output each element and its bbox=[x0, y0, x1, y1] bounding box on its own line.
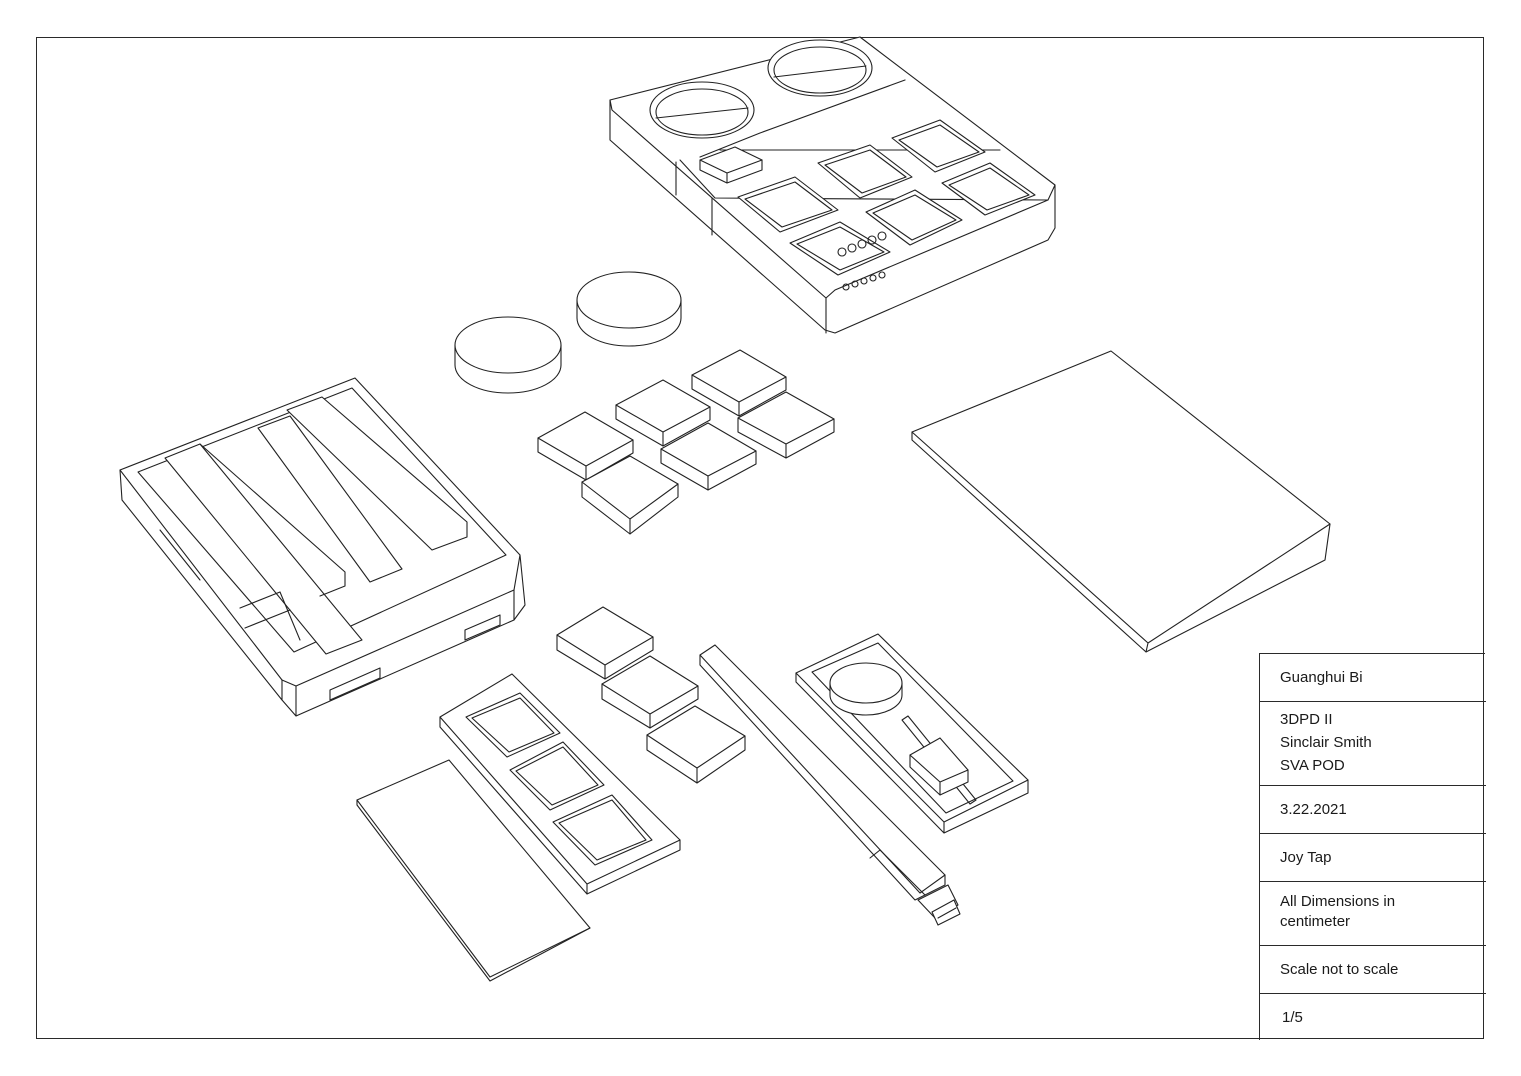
instructor-name: Sinclair Smith bbox=[1280, 734, 1372, 751]
slider-module bbox=[796, 634, 1028, 833]
course-name: 3DPD II bbox=[1280, 711, 1333, 728]
sheet-number: 1/5 bbox=[1282, 1009, 1303, 1026]
project-name: Joy Tap bbox=[1280, 849, 1332, 866]
dimensions-cell: All Dimensions in centimeter bbox=[1260, 882, 1486, 946]
assembled-device bbox=[610, 37, 1055, 333]
designer-cell: Guanghui Bi bbox=[1260, 654, 1486, 702]
housing-tray bbox=[120, 378, 525, 716]
title-block: Guanghui Bi 3DPD II Sinclair Smith SVA P… bbox=[1259, 653, 1486, 1041]
course-cell: 3DPD II Sinclair Smith SVA POD bbox=[1260, 702, 1486, 786]
pad-frame bbox=[440, 674, 680, 894]
date-cell: 3.22.2021 bbox=[1260, 786, 1486, 834]
program-name: SVA POD bbox=[1280, 757, 1345, 774]
sheet-cell: 1/5 bbox=[1260, 994, 1486, 1041]
knob-discs bbox=[455, 272, 681, 393]
key-caps-upper bbox=[538, 350, 834, 534]
dimensions-note-line1: All Dimensions in bbox=[1280, 893, 1396, 910]
dimensions-note-line2: centimeter bbox=[1280, 913, 1351, 930]
cover-sheet bbox=[357, 760, 590, 981]
back-panel bbox=[912, 351, 1330, 652]
scale-cell: Scale not to scale bbox=[1260, 946, 1486, 994]
drawing-sheet-border bbox=[36, 37, 1484, 1039]
drawing-date: 3.22.2021 bbox=[1280, 801, 1347, 818]
designer-name: Guanghui Bi bbox=[1280, 669, 1363, 686]
scale-note: Scale not to scale bbox=[1280, 961, 1399, 978]
key-caps-lower bbox=[557, 607, 745, 783]
usb-c-cable bbox=[700, 645, 960, 925]
project-cell: Joy Tap bbox=[1260, 834, 1486, 882]
